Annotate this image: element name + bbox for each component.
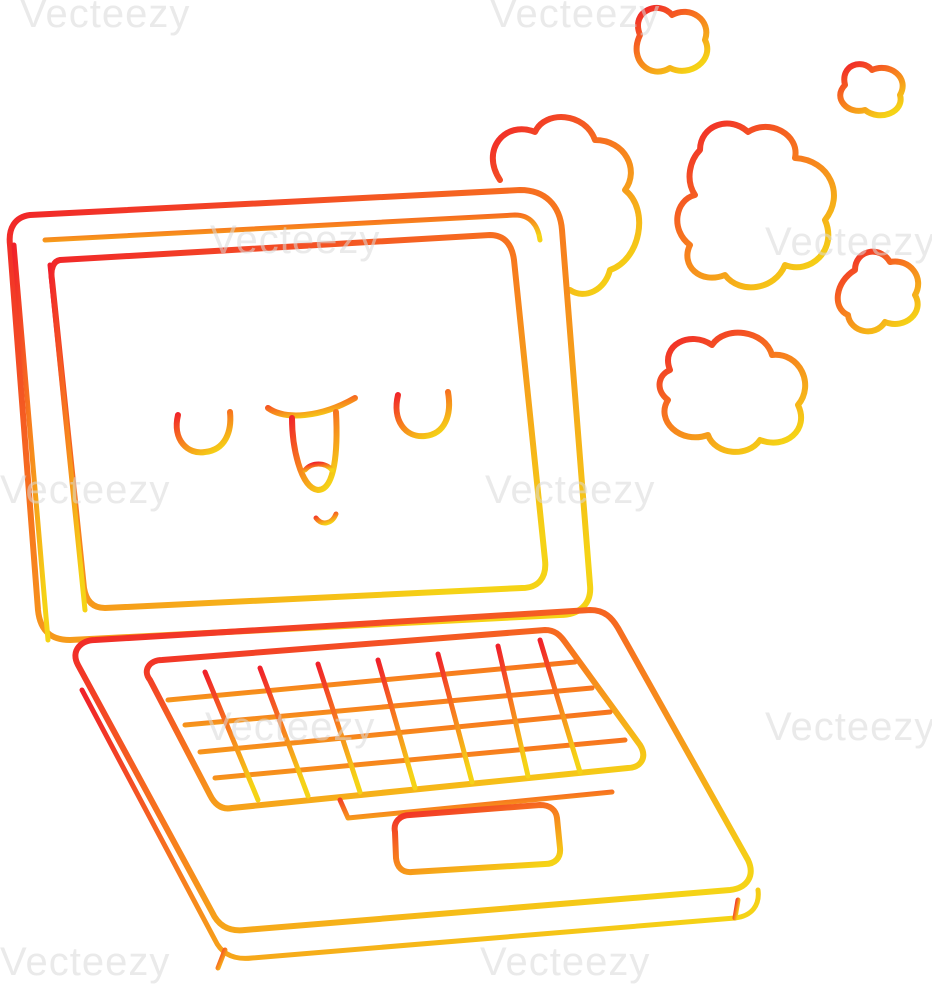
steam-puff: [674, 120, 837, 291]
watermark-text: Vecteezy: [485, 468, 656, 512]
trackpad: [391, 802, 564, 876]
watermark-text: Vecteezy: [20, 0, 191, 36]
mouth: [265, 395, 358, 419]
watermark-text: Vecteezy: [490, 0, 661, 36]
watermark-text: Vecteezy: [765, 705, 932, 749]
watermark-text: Vecteezy: [205, 705, 376, 749]
steam-puff: [656, 329, 809, 455]
watermark-text: Vecteezy: [0, 940, 171, 984]
laptop-lid: [6, 187, 594, 643]
steam-puff: [489, 114, 643, 297]
smiling-face: [173, 389, 452, 526]
keyboard: [143, 627, 647, 812]
laptop-screen: [48, 232, 549, 611]
watermark-text: Vecteezy: [480, 940, 651, 984]
steam-puff: [633, 4, 711, 75]
chin: [313, 511, 339, 526]
tongue: [302, 461, 335, 473]
watermark-text: Vecteezy: [0, 468, 171, 512]
steam-puffs: [489, 4, 922, 455]
laptop-base: [72, 607, 761, 971]
left-eye: [173, 409, 234, 456]
mouth-open: [289, 409, 340, 493]
steam-puff: [837, 61, 906, 119]
watermark-text: Vecteezy: [765, 220, 932, 264]
watermark-text: Vecteezy: [210, 218, 381, 262]
steam-puff: [834, 248, 922, 335]
right-eye: [393, 389, 452, 440]
